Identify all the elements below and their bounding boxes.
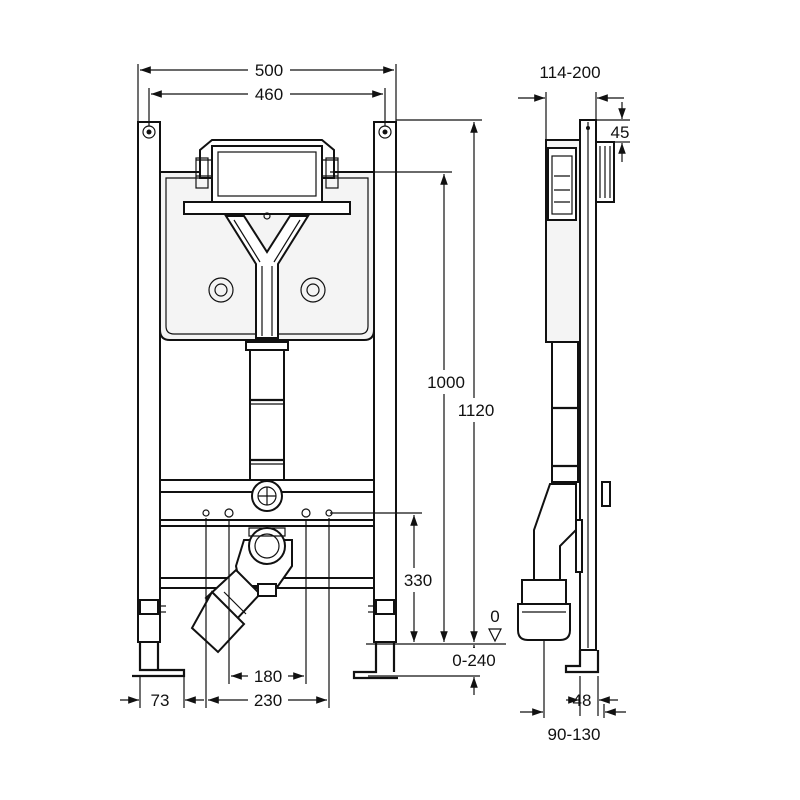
dim-73: 73: [151, 691, 170, 710]
dim-500: 500: [255, 61, 283, 80]
mounting-plate: [159, 479, 375, 589]
drain-bend: [190, 527, 293, 654]
side-view: [517, 119, 615, 674]
front-view: [132, 121, 398, 680]
dim-1120: 1120: [458, 401, 495, 420]
dimension-lines: [120, 64, 630, 718]
dim-114-200: 114-200: [539, 63, 600, 82]
dim-floor-zero: 0: [490, 607, 499, 626]
dim-0-240: 0-240: [452, 651, 495, 670]
dim-180: 180: [254, 667, 282, 686]
dim-45: 45: [611, 123, 630, 142]
flush-pipe: [245, 339, 289, 481]
dim-230: 230: [254, 691, 282, 710]
dim-460: 460: [255, 85, 283, 104]
dim-330: 330: [404, 571, 432, 590]
cistern: [159, 139, 375, 341]
dimension-labels: 500 460 1000 1120 330 0 0-240 73 180 230…: [151, 58, 630, 744]
dim-90-130: 90-130: [548, 725, 601, 744]
dim-48: 48: [573, 691, 592, 710]
dim-1000: 1000: [427, 373, 465, 392]
